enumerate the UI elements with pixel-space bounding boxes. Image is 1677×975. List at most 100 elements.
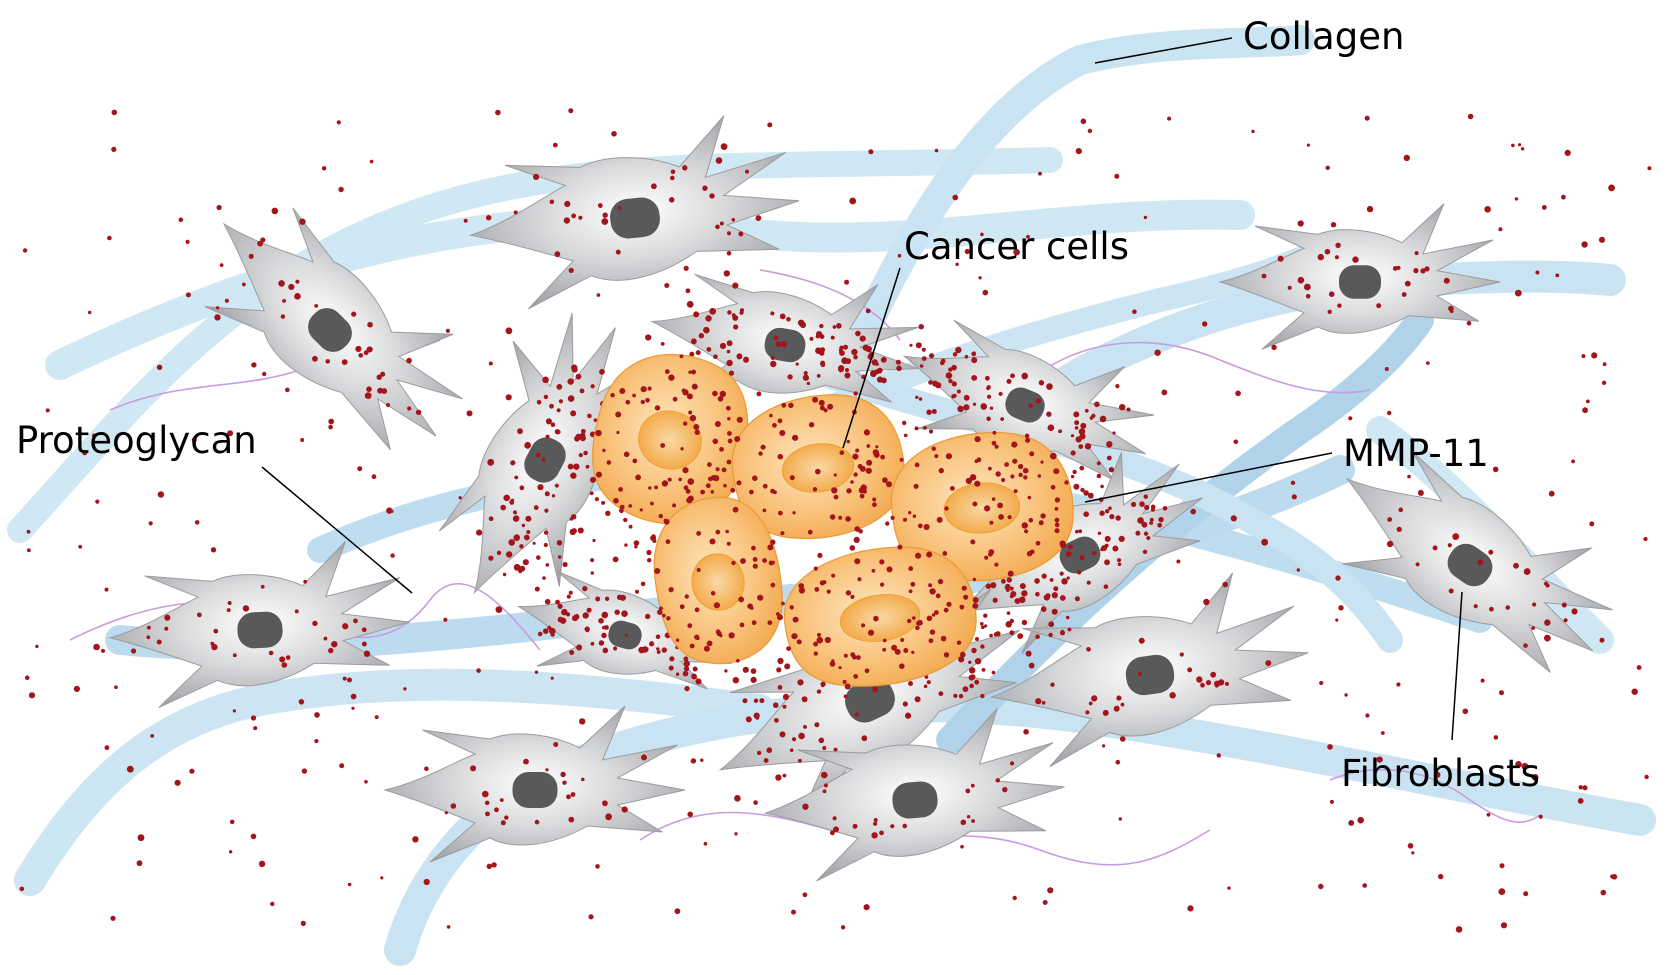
mmp11-dot [948, 367, 953, 372]
mmp11-dot [328, 424, 333, 430]
mmp11-dot [1513, 562, 1519, 569]
mmp11-dot [488, 555, 494, 561]
mmp11-dot [1452, 533, 1460, 540]
mmp11-dot [1009, 586, 1014, 591]
mmp11-dot [544, 491, 550, 497]
cancer-cell [653, 496, 783, 665]
mmp11-dot [852, 453, 859, 460]
mmp11-dot [560, 771, 566, 778]
mmp11-dot [487, 458, 495, 466]
mmp11-dot [1054, 507, 1059, 511]
mmp11-dot [210, 547, 217, 553]
mmp11-dot [567, 463, 574, 470]
mmp11-dot [1034, 578, 1040, 584]
mmp11-dot [1216, 753, 1222, 758]
mmp11-dot [1097, 531, 1102, 535]
mmp11-dot [845, 368, 849, 372]
mmp11-dot [1498, 227, 1503, 232]
mmp11-dot [621, 610, 628, 617]
mmp11-dot [282, 299, 286, 303]
mmp11-dot [1362, 883, 1367, 888]
mmp11-dot [214, 314, 221, 321]
mmp11-dot [1067, 627, 1072, 632]
mmp11-dot [1143, 531, 1149, 536]
mmp11-dot [672, 396, 678, 402]
mmp11-dot [955, 346, 962, 354]
mmp11-dot [851, 348, 858, 356]
mmp11-dot [1328, 291, 1335, 297]
mmp11-dot [990, 582, 997, 589]
mmp11-dot [914, 696, 921, 703]
mmp11-dot [1477, 559, 1484, 566]
mmp11-dot [601, 632, 607, 639]
mmp11-dot [709, 307, 717, 315]
mmp11-dot [549, 403, 554, 409]
mmp11-dot [789, 605, 794, 610]
mmp11-dot [730, 487, 736, 493]
mmp11-dot [803, 371, 808, 376]
mmp11-dot [926, 551, 933, 558]
mmp11-dot [944, 506, 949, 511]
mmp11-dot [450, 803, 457, 809]
mmp11-dot [508, 539, 516, 546]
mmp11-dot [969, 683, 974, 689]
mmp11-dot [738, 231, 744, 237]
mmp11-dot [227, 430, 234, 437]
mmp11-dot [866, 459, 873, 466]
mmp11-dot [1079, 465, 1085, 471]
mmp11-dot [938, 691, 944, 697]
mmp11-dot [585, 464, 590, 469]
mmp11-dot [1203, 598, 1210, 606]
mmp11-dot [918, 397, 923, 401]
mmp11-dot [1319, 680, 1324, 686]
mmp11-dot [260, 237, 266, 243]
mmp11-dot [550, 676, 554, 680]
mmp11-dot [262, 371, 267, 377]
mmp11-dot [1455, 926, 1463, 933]
mmp11-dot [1115, 515, 1121, 521]
mmp11-dot [654, 485, 658, 490]
mmp11-dot [341, 359, 348, 366]
proteoglycan-strand [1029, 341, 1371, 394]
mmp11-dot [1096, 461, 1101, 466]
mmp11-dot [623, 517, 628, 523]
mmp11-dot [777, 614, 783, 621]
proteoglycan-strand [1329, 768, 1541, 823]
mmp11-dot [654, 568, 661, 574]
mmp11-dot [314, 304, 319, 308]
mmp11-dot [791, 909, 796, 915]
mmp11-dot [1070, 450, 1076, 456]
mmp11-dot [1581, 354, 1586, 359]
mmp11-dot [859, 335, 866, 342]
mmp11-dot [861, 623, 866, 628]
mmp11-dot [476, 529, 483, 536]
mmp11-dot [734, 832, 738, 836]
mmp11-dot [157, 491, 165, 498]
mmp11-dot [1327, 744, 1333, 750]
mmp11-dot [963, 394, 970, 401]
mmp11-dot [732, 315, 739, 321]
mmp11-dot [1014, 598, 1021, 604]
mmp11-dot [517, 428, 523, 435]
mmp11-dot [694, 429, 700, 435]
mmp11-dot [406, 357, 412, 364]
mmp11-dot [1035, 698, 1042, 705]
mmp11-dot [812, 487, 818, 492]
mmp11-dot [1035, 591, 1040, 597]
cancer-cell [731, 394, 905, 539]
mmp11-dot [1150, 504, 1156, 510]
mmp11-dot [1179, 652, 1184, 657]
mmp11-dot [355, 345, 362, 353]
mmp11-dot [728, 370, 735, 376]
mmp11-dot [131, 648, 137, 654]
mmp11-dot [726, 349, 731, 354]
mmp11-dot [232, 709, 236, 713]
mmp11-dot [965, 477, 973, 485]
mmp11-dot [1076, 569, 1082, 575]
mmp11-dot [1000, 417, 1005, 421]
mmp11-dot [1544, 619, 1551, 626]
mmp11-dot [1413, 268, 1419, 274]
mmp11-dot [288, 283, 295, 291]
mmp11-dot [1157, 522, 1163, 528]
